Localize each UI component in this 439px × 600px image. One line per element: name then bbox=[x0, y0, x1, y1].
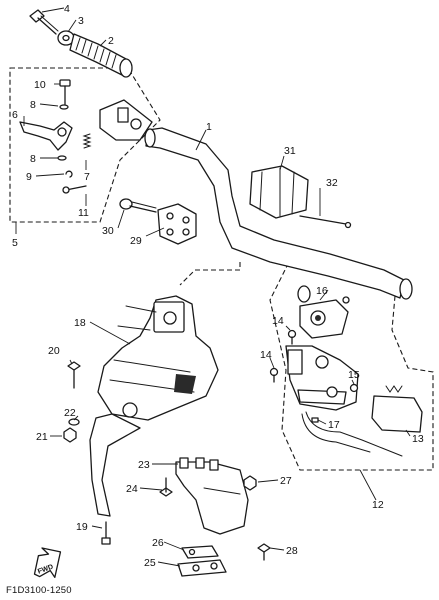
bolt-4 bbox=[29, 9, 59, 35]
nut-27 bbox=[243, 475, 257, 491]
leader-lines bbox=[15, 7, 411, 567]
handlebar-1 bbox=[144, 127, 413, 300]
callout-11: 11 bbox=[78, 207, 89, 219]
group-outline-5 bbox=[9, 67, 161, 223]
nut-21 bbox=[63, 427, 77, 443]
callout-14-bottom: 14 bbox=[260, 349, 272, 361]
callout-17: 17 bbox=[328, 419, 340, 431]
throttle-lever-6 bbox=[19, 121, 73, 151]
callout-4: 4 bbox=[64, 3, 70, 15]
callout-16: 16 bbox=[316, 285, 328, 297]
callout-7: 7 bbox=[84, 171, 90, 183]
screw-19 bbox=[101, 521, 111, 545]
callout-10: 10 bbox=[34, 79, 46, 91]
callout-31: 31 bbox=[284, 145, 296, 157]
callout-26: 26 bbox=[152, 537, 164, 549]
callout-8-bottom: 8 bbox=[30, 153, 36, 165]
switch-wire-17 bbox=[301, 411, 403, 457]
handlebar-connection-line bbox=[179, 262, 241, 286]
box-13 bbox=[371, 385, 423, 433]
callout-12: 12 bbox=[372, 499, 384, 511]
bolt-20 bbox=[67, 361, 81, 389]
callout-24: 24 bbox=[126, 483, 138, 495]
callout-2: 2 bbox=[108, 35, 114, 47]
callout-13: 13 bbox=[412, 433, 424, 445]
plate-26 bbox=[181, 545, 219, 559]
bracket-23 bbox=[175, 457, 249, 535]
spring-7 bbox=[82, 133, 92, 149]
screw-14-bottom bbox=[269, 367, 279, 383]
callout-20: 20 bbox=[48, 345, 60, 357]
callout-labels: 4 3 2 10 8 6 8 9 7 11 5 1 31 32 30 29 18… bbox=[12, 3, 424, 569]
washer-8-top bbox=[59, 104, 69, 110]
plate-25 bbox=[177, 559, 227, 577]
steering-column-18 bbox=[89, 295, 219, 517]
throttle-housing bbox=[99, 99, 153, 141]
callout-25: 25 bbox=[144, 557, 156, 569]
callout-9: 9 bbox=[26, 171, 32, 183]
callout-3: 3 bbox=[78, 15, 84, 27]
callout-1: 1 bbox=[206, 121, 212, 133]
callout-5: 5 bbox=[12, 237, 18, 249]
washer-22 bbox=[68, 418, 80, 426]
handlebar-holder-29 bbox=[157, 203, 197, 245]
callout-21: 21 bbox=[36, 431, 48, 443]
screw-14-top bbox=[287, 329, 297, 345]
callout-18: 18 bbox=[74, 317, 86, 329]
switch-unit-16 bbox=[297, 285, 350, 339]
strap-32 bbox=[299, 215, 352, 229]
callout-29: 29 bbox=[130, 235, 142, 247]
callout-32: 32 bbox=[326, 177, 338, 189]
callout-15: 15 bbox=[348, 369, 360, 381]
screw-11 bbox=[62, 185, 87, 194]
switch-housing bbox=[285, 345, 359, 411]
washer-3 bbox=[57, 30, 75, 46]
washer-15 bbox=[349, 383, 359, 393]
callout-23: 23 bbox=[138, 459, 150, 471]
callout-30: 30 bbox=[102, 225, 114, 237]
washer-8-bottom bbox=[57, 155, 67, 161]
screw-28 bbox=[257, 543, 271, 561]
circlip-9 bbox=[65, 170, 73, 178]
callout-27: 27 bbox=[280, 475, 292, 487]
callout-6: 6 bbox=[12, 109, 18, 121]
pin-10 bbox=[59, 79, 71, 105]
bolt-30 bbox=[119, 198, 157, 213]
grip-2 bbox=[69, 33, 133, 78]
forward-arrow-icon: FWD bbox=[33, 547, 62, 579]
bolt-24 bbox=[159, 477, 173, 497]
handlebar-pad-31 bbox=[249, 165, 309, 219]
callout-19: 19 bbox=[76, 521, 88, 533]
callout-28: 28 bbox=[286, 545, 298, 557]
diagram-code: F1D3100-1250 bbox=[6, 585, 72, 596]
callout-22: 22 bbox=[64, 407, 76, 419]
callout-8-top: 8 bbox=[30, 99, 36, 111]
callout-14-top: 14 bbox=[272, 315, 284, 327]
